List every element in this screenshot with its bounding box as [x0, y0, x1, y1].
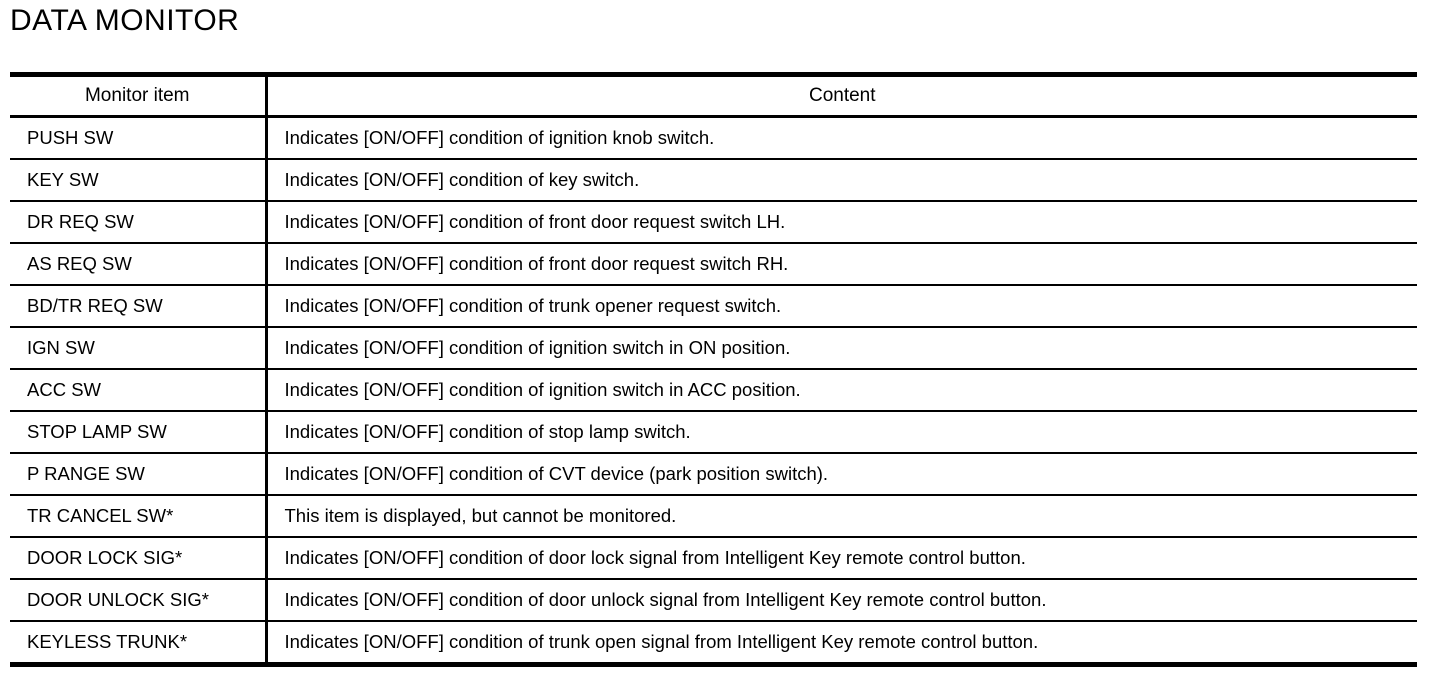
- content-cell: Indicates [ON/OFF] condition of key swit…: [266, 159, 1417, 202]
- table-row: AS REQ SW Indicates [ON/OFF] condition o…: [10, 243, 1417, 286]
- table-row: DR REQ SW Indicates [ON/OFF] condition o…: [10, 201, 1417, 244]
- monitor-item-cell: KEYLESS TRUNK*: [10, 621, 268, 665]
- table-row: BD/TR REQ SW Indicates [ON/OFF] conditio…: [10, 285, 1417, 328]
- table-body: PUSH SW Indicates [ON/OFF] condition of …: [10, 116, 1417, 665]
- content-cell: Indicates [ON/OFF] condition of trunk op…: [266, 285, 1417, 328]
- header-row: Monitor item Content: [10, 74, 1417, 118]
- content-cell: Indicates [ON/OFF] condition of trunk op…: [284, 631, 1039, 652]
- table-row: STOP LAMP SW Indicates [ON/OFF] conditio…: [10, 411, 1417, 454]
- content-cell: Indicates [ON/OFF] condition of stop lam…: [266, 411, 1417, 454]
- monitor-item-cell: P RANGE SW: [10, 453, 268, 496]
- content-cell: Indicates [ON/OFF] condition of door unl…: [266, 579, 1417, 622]
- table-row: DOOR UNLOCK SIG* Indicates [ON/OFF] cond…: [10, 579, 1417, 622]
- monitor-item-cell: AS REQ SW: [10, 243, 268, 286]
- monitor-item-cell: TR CANCEL SW*: [10, 495, 268, 538]
- table-row: DOOR LOCK SIG* Indicates [ON/OFF] condit…: [10, 537, 1417, 580]
- content-cell: Indicates [ON/OFF] condition of ignition…: [266, 116, 1417, 160]
- table-row: PUSH SW Indicates [ON/OFF] condition of …: [10, 116, 1417, 160]
- table-row: ACC SW Indicates [ON/OFF] condition of i…: [10, 369, 1417, 412]
- table-row: IGN SW Indicates [ON/OFF] condition of i…: [10, 327, 1417, 370]
- monitor-item-cell: BD/TR REQ SW: [10, 285, 268, 328]
- monitor-item-cell: ACC SW: [10, 369, 268, 412]
- table-row: P RANGE SW Indicates [ON/OFF] condition …: [10, 453, 1417, 496]
- content-cell: Indicates [ON/OFF] condition of front do…: [266, 243, 1417, 286]
- content-cell: Indicates [ON/OFF] condition of ignition…: [266, 327, 1417, 370]
- monitor-item-cell: DOOR UNLOCK SIG*: [10, 579, 268, 622]
- column-header-monitor-item: Monitor item: [10, 74, 268, 118]
- content-cell: Indicates [ON/OFF] condition of ignition…: [266, 369, 1417, 412]
- content-cell: This item is displayed, but cannot be mo…: [266, 495, 1417, 538]
- table-row: KEYLESS TRUNK* Indicates [ON/OFF] condit…: [10, 621, 1417, 665]
- monitor-item-cell: KEY SW: [10, 159, 268, 202]
- monitor-item-cell: DR REQ SW: [10, 201, 268, 244]
- table-header: Monitor item Content: [10, 74, 1417, 118]
- monitor-item-cell: STOP LAMP SW: [10, 411, 268, 454]
- page-title: DATA MONITOR: [10, 4, 240, 37]
- column-header-content: Content: [266, 74, 1417, 118]
- table-row: KEY SW Indicates [ON/OFF] condition of k…: [10, 159, 1417, 202]
- monitor-item-cell: DOOR LOCK SIG*: [10, 537, 268, 580]
- monitor-item-cell: IGN SW: [10, 327, 268, 370]
- content-cell: Indicates [ON/OFF] condition of door loc…: [266, 537, 1417, 580]
- content-cell: Indicates [ON/OFF] condition of CVT devi…: [266, 453, 1417, 496]
- table-row: TR CANCEL SW* This item is displayed, bu…: [10, 495, 1417, 538]
- content-cell: Indicates [ON/OFF] condition of front do…: [266, 201, 1417, 244]
- data-monitor-table: Monitor item Content PUSH SW Indicates […: [10, 72, 1417, 667]
- monitor-item-cell: PUSH SW: [10, 116, 268, 160]
